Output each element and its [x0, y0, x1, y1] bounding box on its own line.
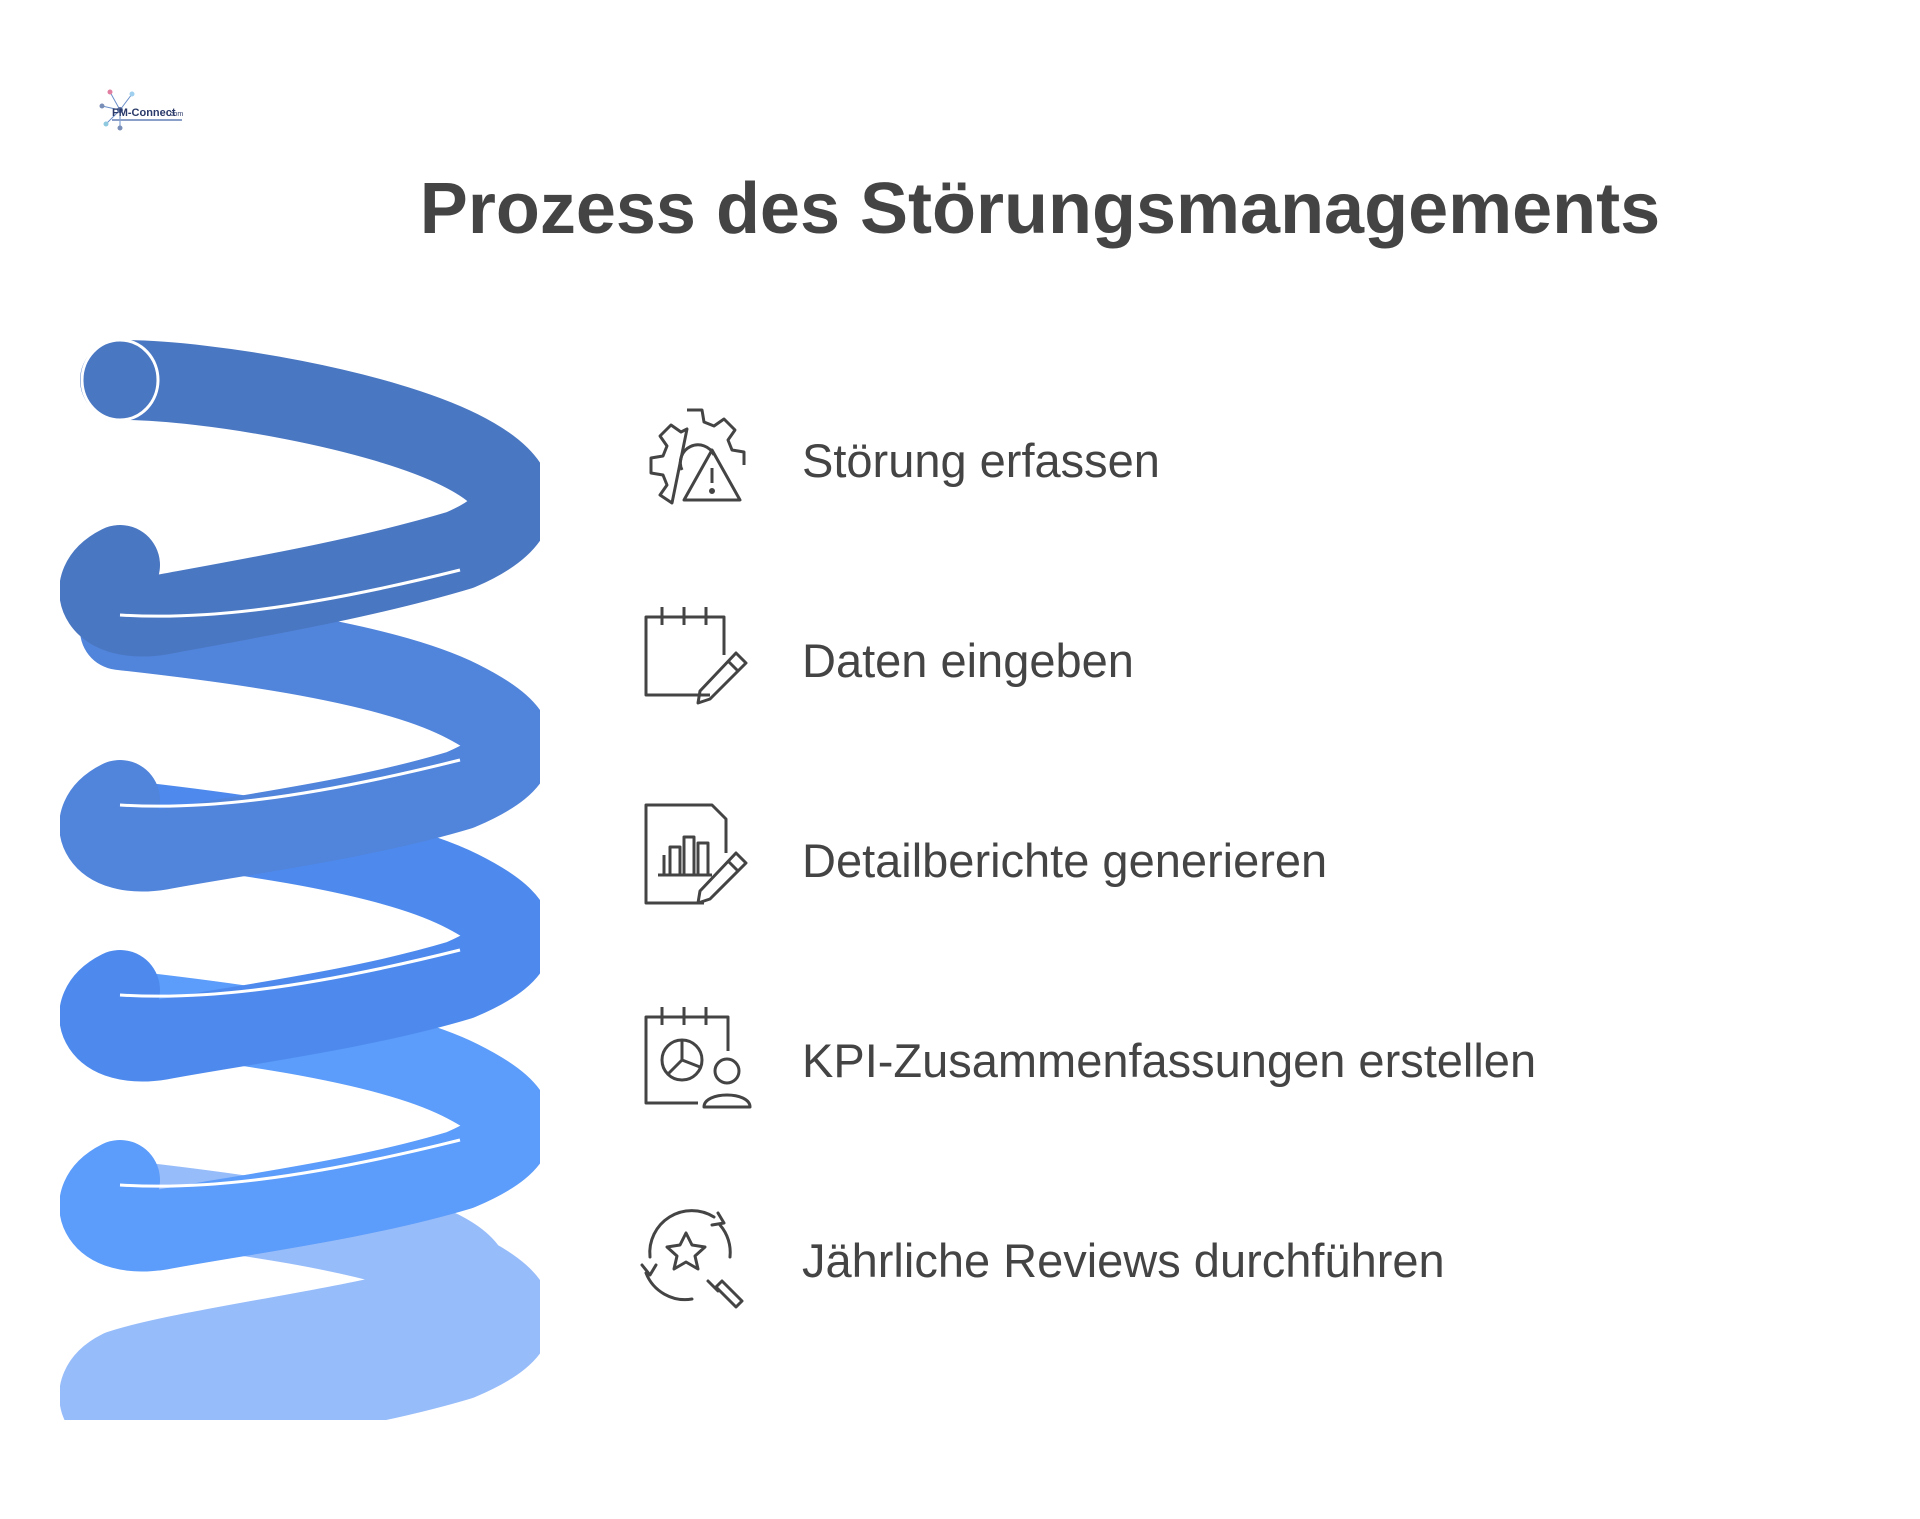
coil-highlight-4: [119, 1138, 461, 1188]
notepad-pencil-icon: [632, 595, 762, 725]
step-jaehrliche-reviews: Jährliche Reviews durchführen: [632, 1195, 1832, 1325]
fm-connect-logo: FM-Connect .com: [98, 86, 198, 134]
coil-highlight-3: [119, 948, 461, 998]
spiral-end-cap: [80, 338, 160, 422]
svg-text:.com: .com: [168, 111, 183, 118]
star-magnifier-cycle-icon: [632, 1195, 762, 1325]
step-label: Jährliche Reviews durchführen: [802, 1233, 1445, 1287]
page-title: Prozess des Störungsmanagements: [419, 169, 1661, 249]
spiral-coil-5: [60, 1160, 540, 1420]
step-label: KPI-Zusammenfassungen erstellen: [802, 1033, 1537, 1087]
step-kpi-zusammenfassungen: KPI-Zusammenfassungen erstellen: [632, 995, 1832, 1125]
coil-highlight-1: [119, 568, 461, 618]
spiral-coil-1: [60, 338, 540, 657]
coil-highlight-2: [119, 758, 461, 808]
step-daten-eingeben: Daten eingeben: [632, 595, 1832, 725]
logo-graphic: FM-Connect .com: [99, 89, 183, 131]
step-stoerung-erfassen: Störung erfassen: [632, 395, 1832, 525]
coil-band-2: [60, 590, 540, 892]
step-label: Detailberichte generieren: [802, 833, 1328, 887]
spiral-graphic: [60, 338, 540, 1420]
coil-band-5: [60, 1160, 540, 1420]
calendar-chart-user-icon: [632, 995, 762, 1125]
report-chart-pencil-icon: [632, 795, 762, 925]
step-label: Störung erfassen: [802, 433, 1160, 487]
svg-text:FM-Connect: FM-Connect: [112, 107, 176, 119]
coil-band-1: [60, 340, 540, 657]
step-detailberichte-generieren: Detailberichte generieren: [632, 795, 1832, 925]
step-label: Daten eingeben: [802, 633, 1134, 687]
gear-warning-icon: [632, 395, 762, 525]
spiral-highlights: [119, 568, 461, 1188]
spiral-coil-2: [60, 590, 540, 892]
